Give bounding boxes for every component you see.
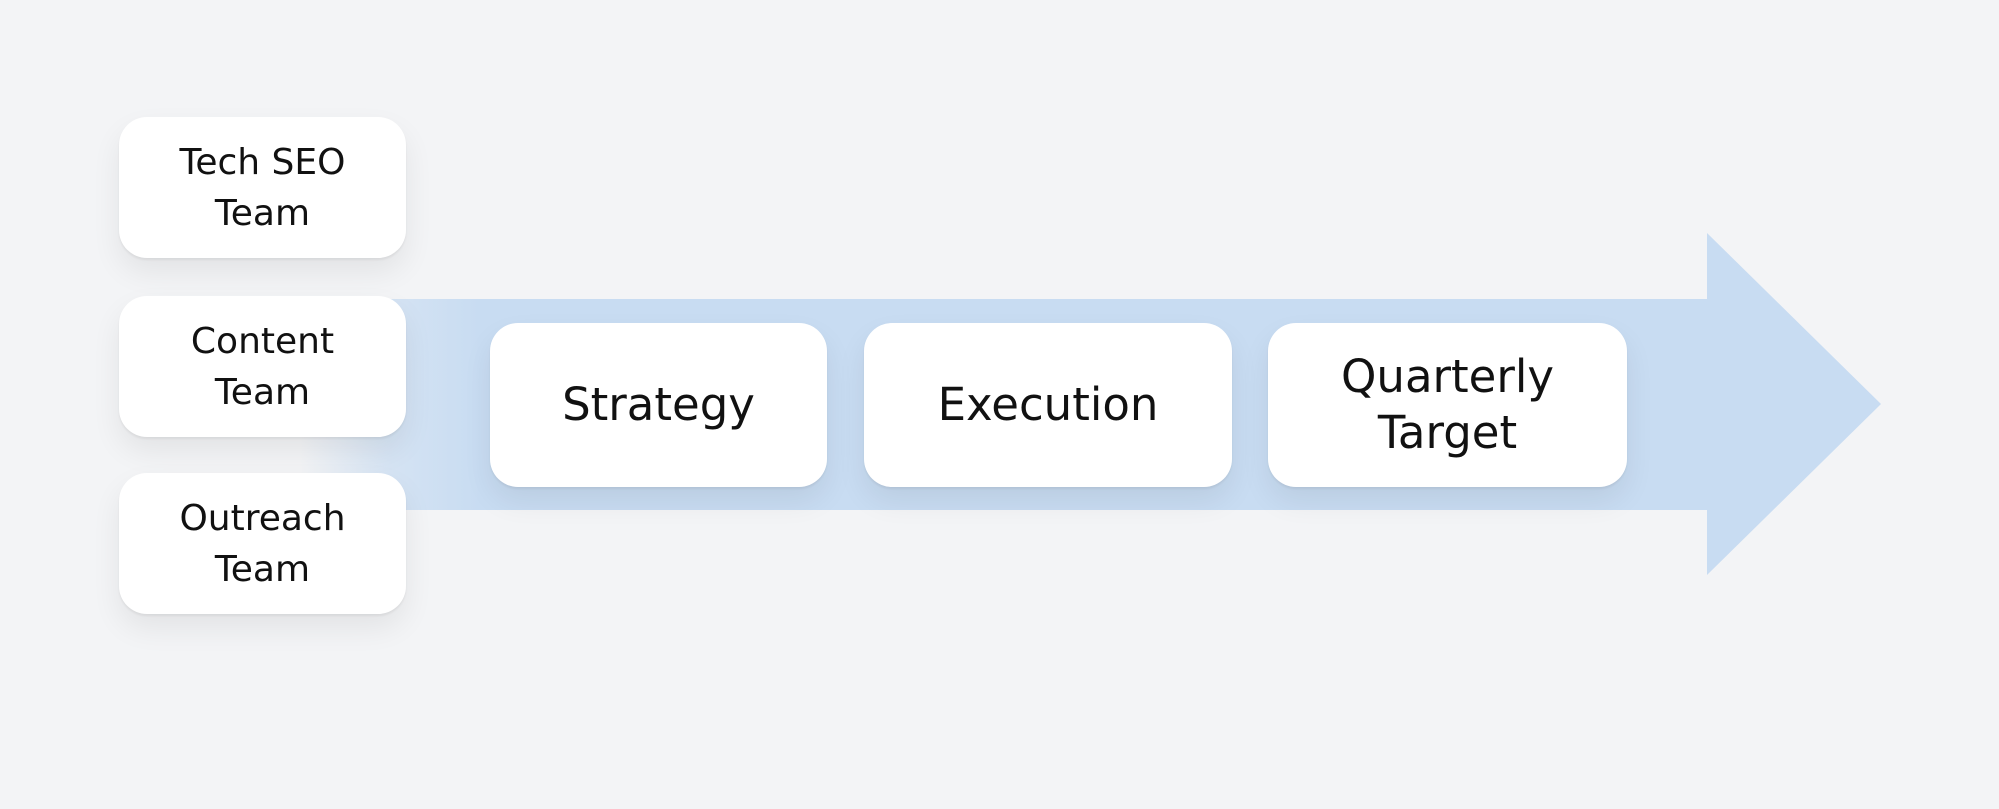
step-box-strategy: Strategy	[490, 323, 827, 487]
team-box-tech-seo: Tech SEO Team	[119, 117, 406, 258]
arrow-head-icon	[1707, 233, 1881, 575]
step-box-execution: Execution	[864, 323, 1232, 487]
step-box-quarterly-target: Quarterly Target	[1268, 323, 1627, 487]
team-box-outreach: Outreach Team	[119, 473, 406, 614]
team-box-content: Content Team	[119, 296, 406, 437]
